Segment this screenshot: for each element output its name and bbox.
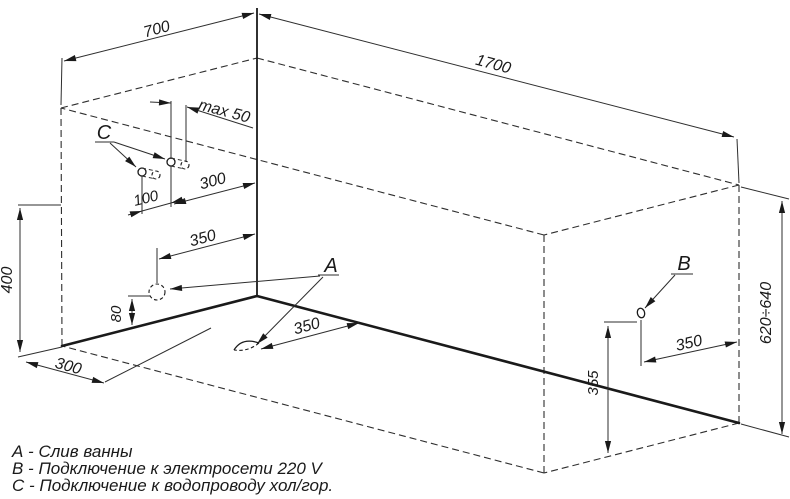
- legend-item-drain: А - Слив ванны: [11, 442, 133, 461]
- dim-water-gap: 100: [132, 187, 161, 210]
- dim-drain-side: 300: [53, 355, 83, 378]
- bathtub-box-visible-edges: [60, 8, 741, 425]
- dim-water-height: 400: [0, 267, 16, 294]
- dimension-lines: [16, 12, 790, 453]
- legend-item-water: С - Подключение к водопроводу хол/гор.: [12, 476, 333, 495]
- label-water-c: C: [97, 122, 112, 144]
- dimension-labels: 700 1700 max 50 300 100 350 80 400 300 3…: [0, 18, 775, 396]
- dim-overflow-corner: 350: [188, 227, 218, 250]
- label-drain-a: A: [323, 255, 337, 277]
- overflow-hole-icon: [148, 283, 166, 301]
- legend-item-power: В - Подключение к электросети 220 V: [12, 459, 324, 478]
- leader-lines: [95, 141, 693, 345]
- dim-overflow-height: 80: [108, 305, 125, 322]
- drain-hole-icon: [233, 340, 260, 351]
- dim-height-range: 620÷640: [758, 282, 775, 344]
- dim-top-length: 1700: [474, 52, 513, 78]
- power-socket-icon: [636, 307, 646, 319]
- label-power-b: B: [677, 253, 690, 275]
- water-pipes-icon: [137, 157, 190, 180]
- dim-socket-height: 355: [585, 370, 602, 396]
- callout-labels: C A B: [97, 122, 691, 277]
- dim-socket-corner: 350: [674, 332, 704, 355]
- dim-pipe-spacing: max 50: [197, 97, 252, 127]
- legend: А - Слив ванны В - Подключение к электро…: [11, 442, 333, 495]
- dim-top-width: 700: [142, 18, 172, 41]
- bathtub-box-hidden-edges: [60, 57, 740, 474]
- connection-fixtures: [137, 157, 646, 351]
- dim-drain-edge: 350: [292, 315, 322, 338]
- dim-water-corner: 300: [198, 170, 228, 193]
